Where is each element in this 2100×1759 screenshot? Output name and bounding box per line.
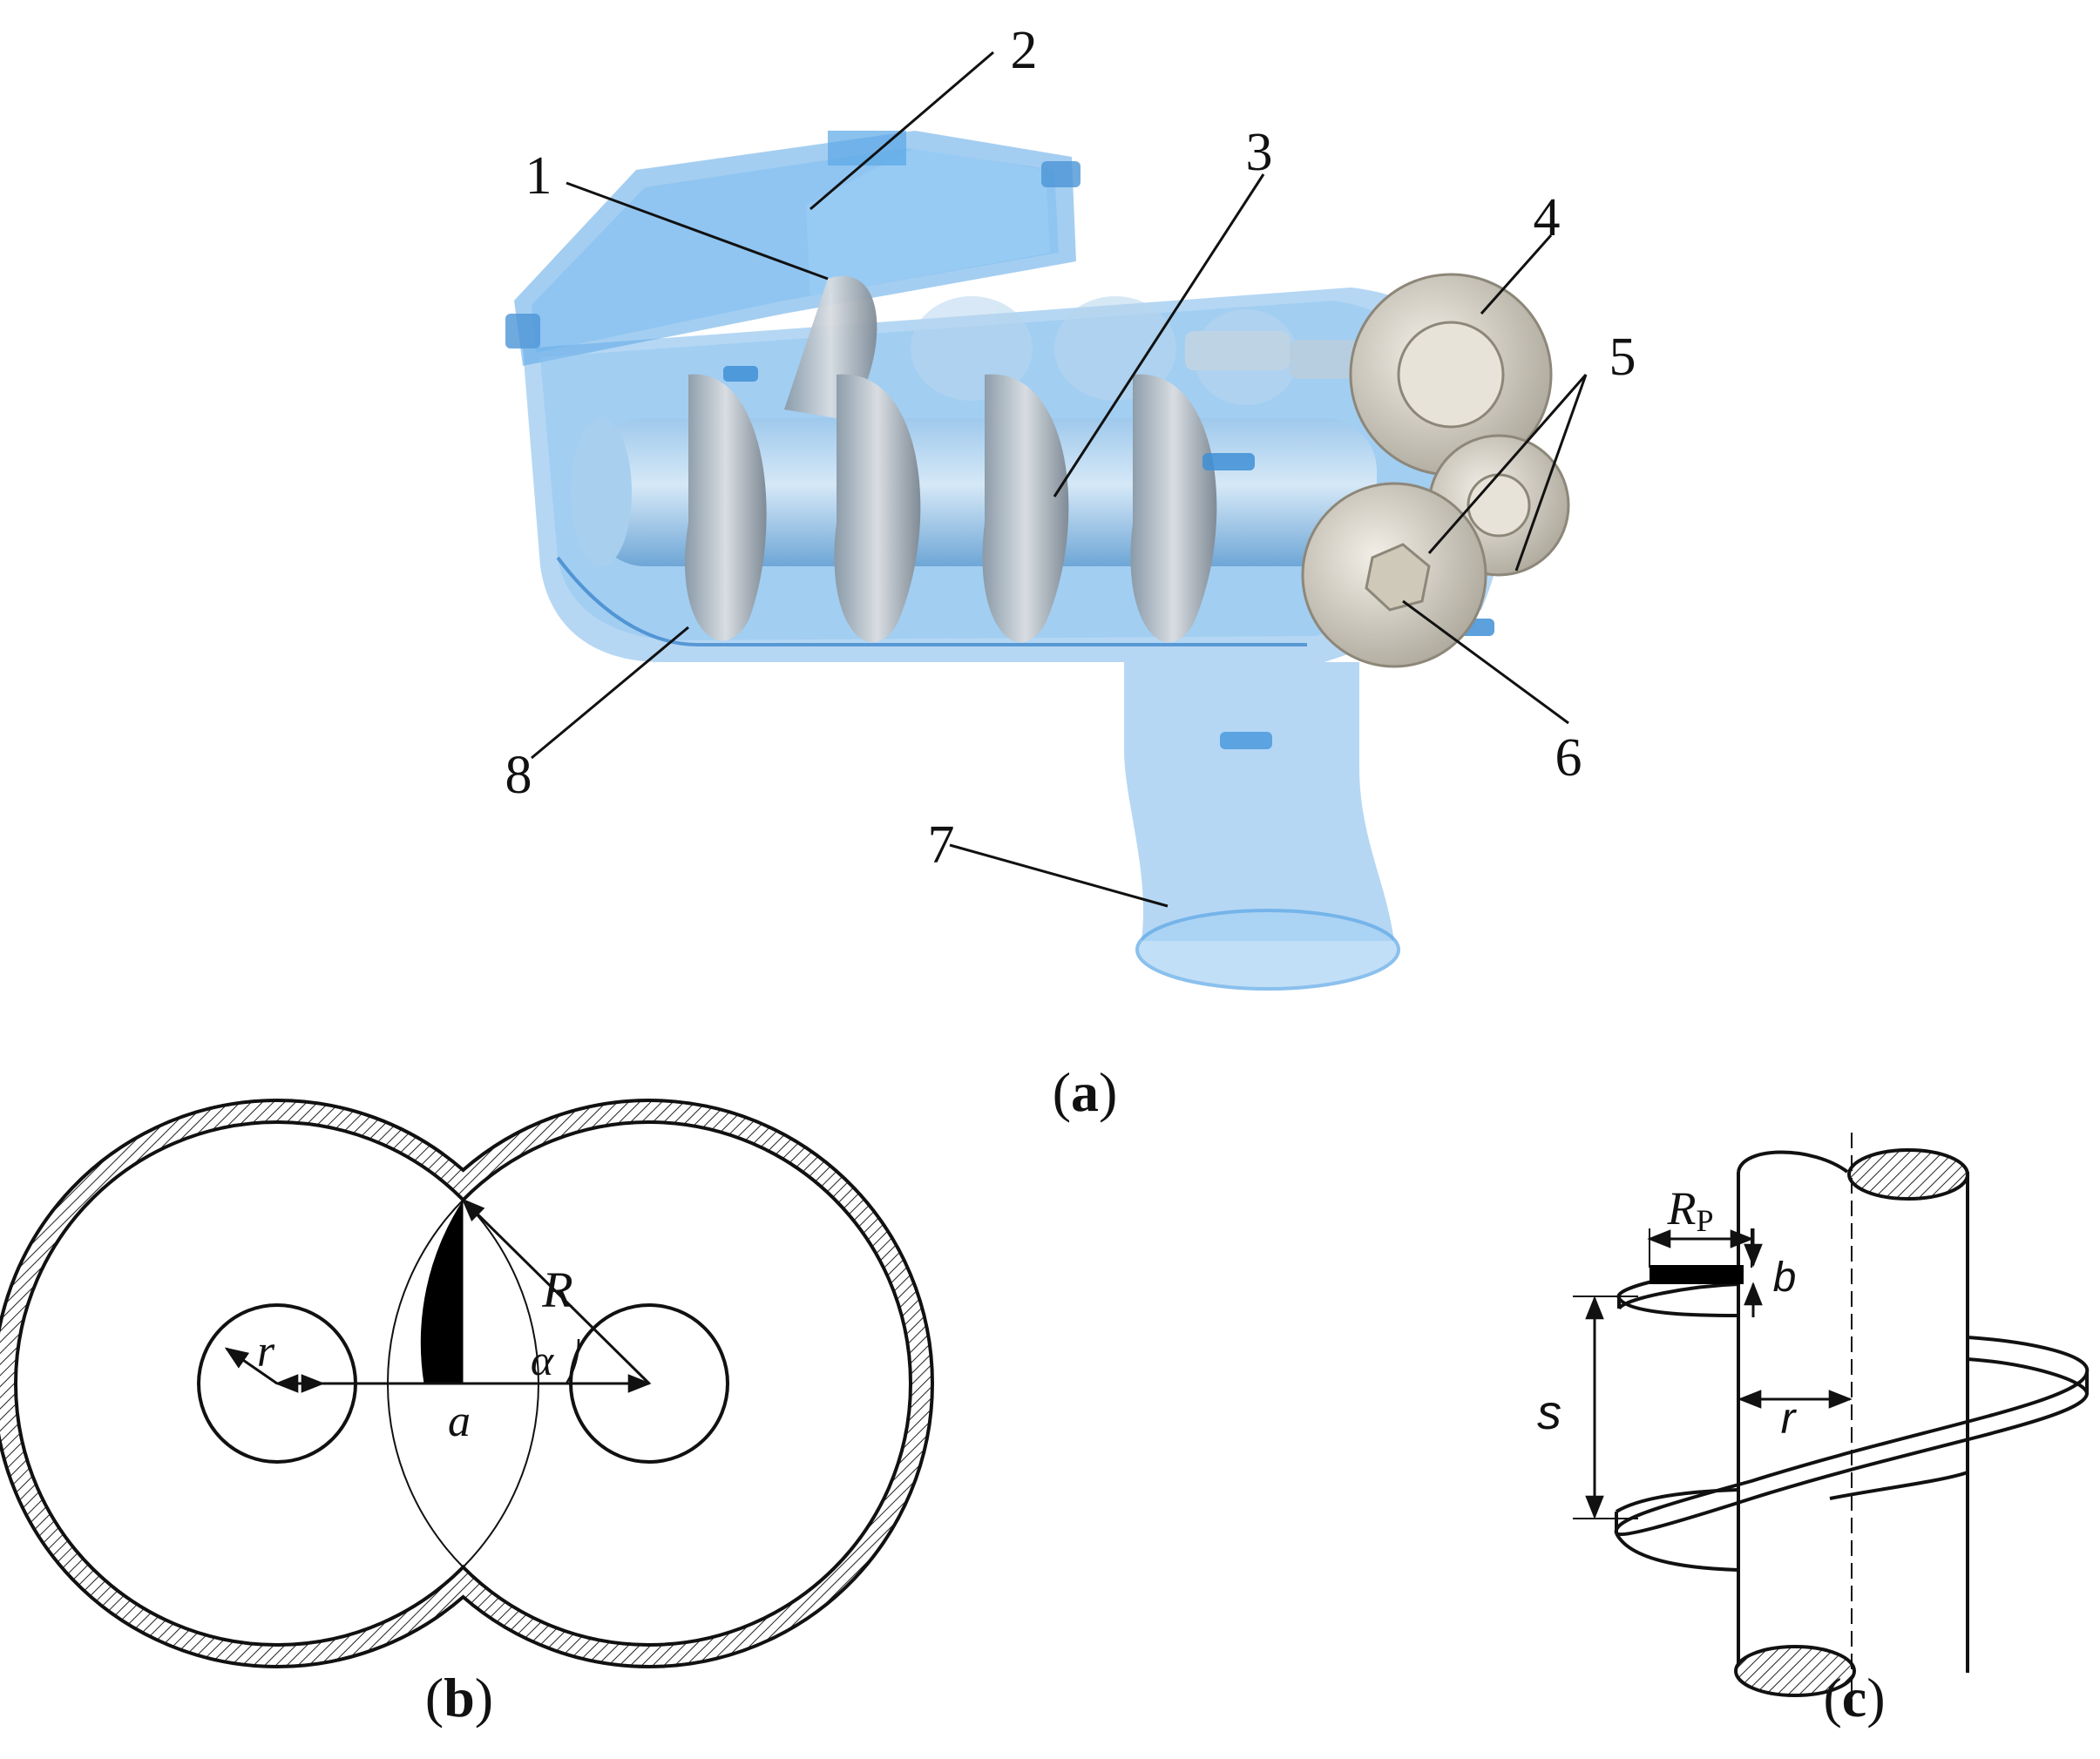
callout-1: 1 [525, 146, 552, 206]
alpha-arc [565, 1338, 580, 1384]
caption-a: (a) [1053, 1061, 1118, 1123]
radius-R-line [461, 1198, 651, 1385]
overlap-segment [420, 1200, 464, 1384]
radius-r-line [224, 1347, 278, 1385]
discharge-pipe [1124, 662, 1400, 991]
label-b: b [1773, 1255, 1797, 1301]
callout-numbers: 1 2 3 4 5 6 7 8 [505, 21, 1636, 875]
small-gear-front [1301, 482, 1487, 668]
callout-leaders [531, 51, 1588, 908]
label-alpha: α [531, 1336, 555, 1384]
label-R: R [541, 1262, 572, 1318]
callout-8: 8 [505, 746, 532, 805]
callout-7: 7 [928, 815, 955, 875]
caption-b: (b) [425, 1667, 493, 1729]
bottom-section [1734, 1645, 1856, 1697]
caption-c: (c) [1823, 1667, 1885, 1729]
screw-flights [685, 374, 1217, 643]
label-r: r [257, 1327, 275, 1377]
label-r-c: r [1781, 1394, 1798, 1443]
label-s: s [1537, 1384, 1561, 1439]
flight-thickness-block [1650, 1265, 1744, 1284]
callout-3: 3 [1246, 123, 1273, 182]
hopper [505, 131, 1080, 366]
callout-2: 2 [1011, 21, 1038, 80]
large-gear [1349, 273, 1553, 477]
callout-5: 5 [1609, 328, 1636, 387]
callout-4: 4 [1534, 188, 1561, 247]
callout-6: 6 [1555, 728, 1582, 788]
shaft-body [1737, 1150, 1969, 1695]
top-section [1847, 1148, 1969, 1201]
panel-a-3d-assembly: 1 2 3 4 5 6 7 8 (a) [505, 21, 1636, 1123]
panel-c-flight-geometry: RP b s r (c) [1537, 1133, 2090, 1729]
label-Rp: RP [1666, 1182, 1713, 1238]
flight-lower [1614, 1336, 2090, 1572]
label-a: a [448, 1397, 471, 1446]
panel-b-cross-section: R r α a (b) [0, 1099, 934, 1729]
